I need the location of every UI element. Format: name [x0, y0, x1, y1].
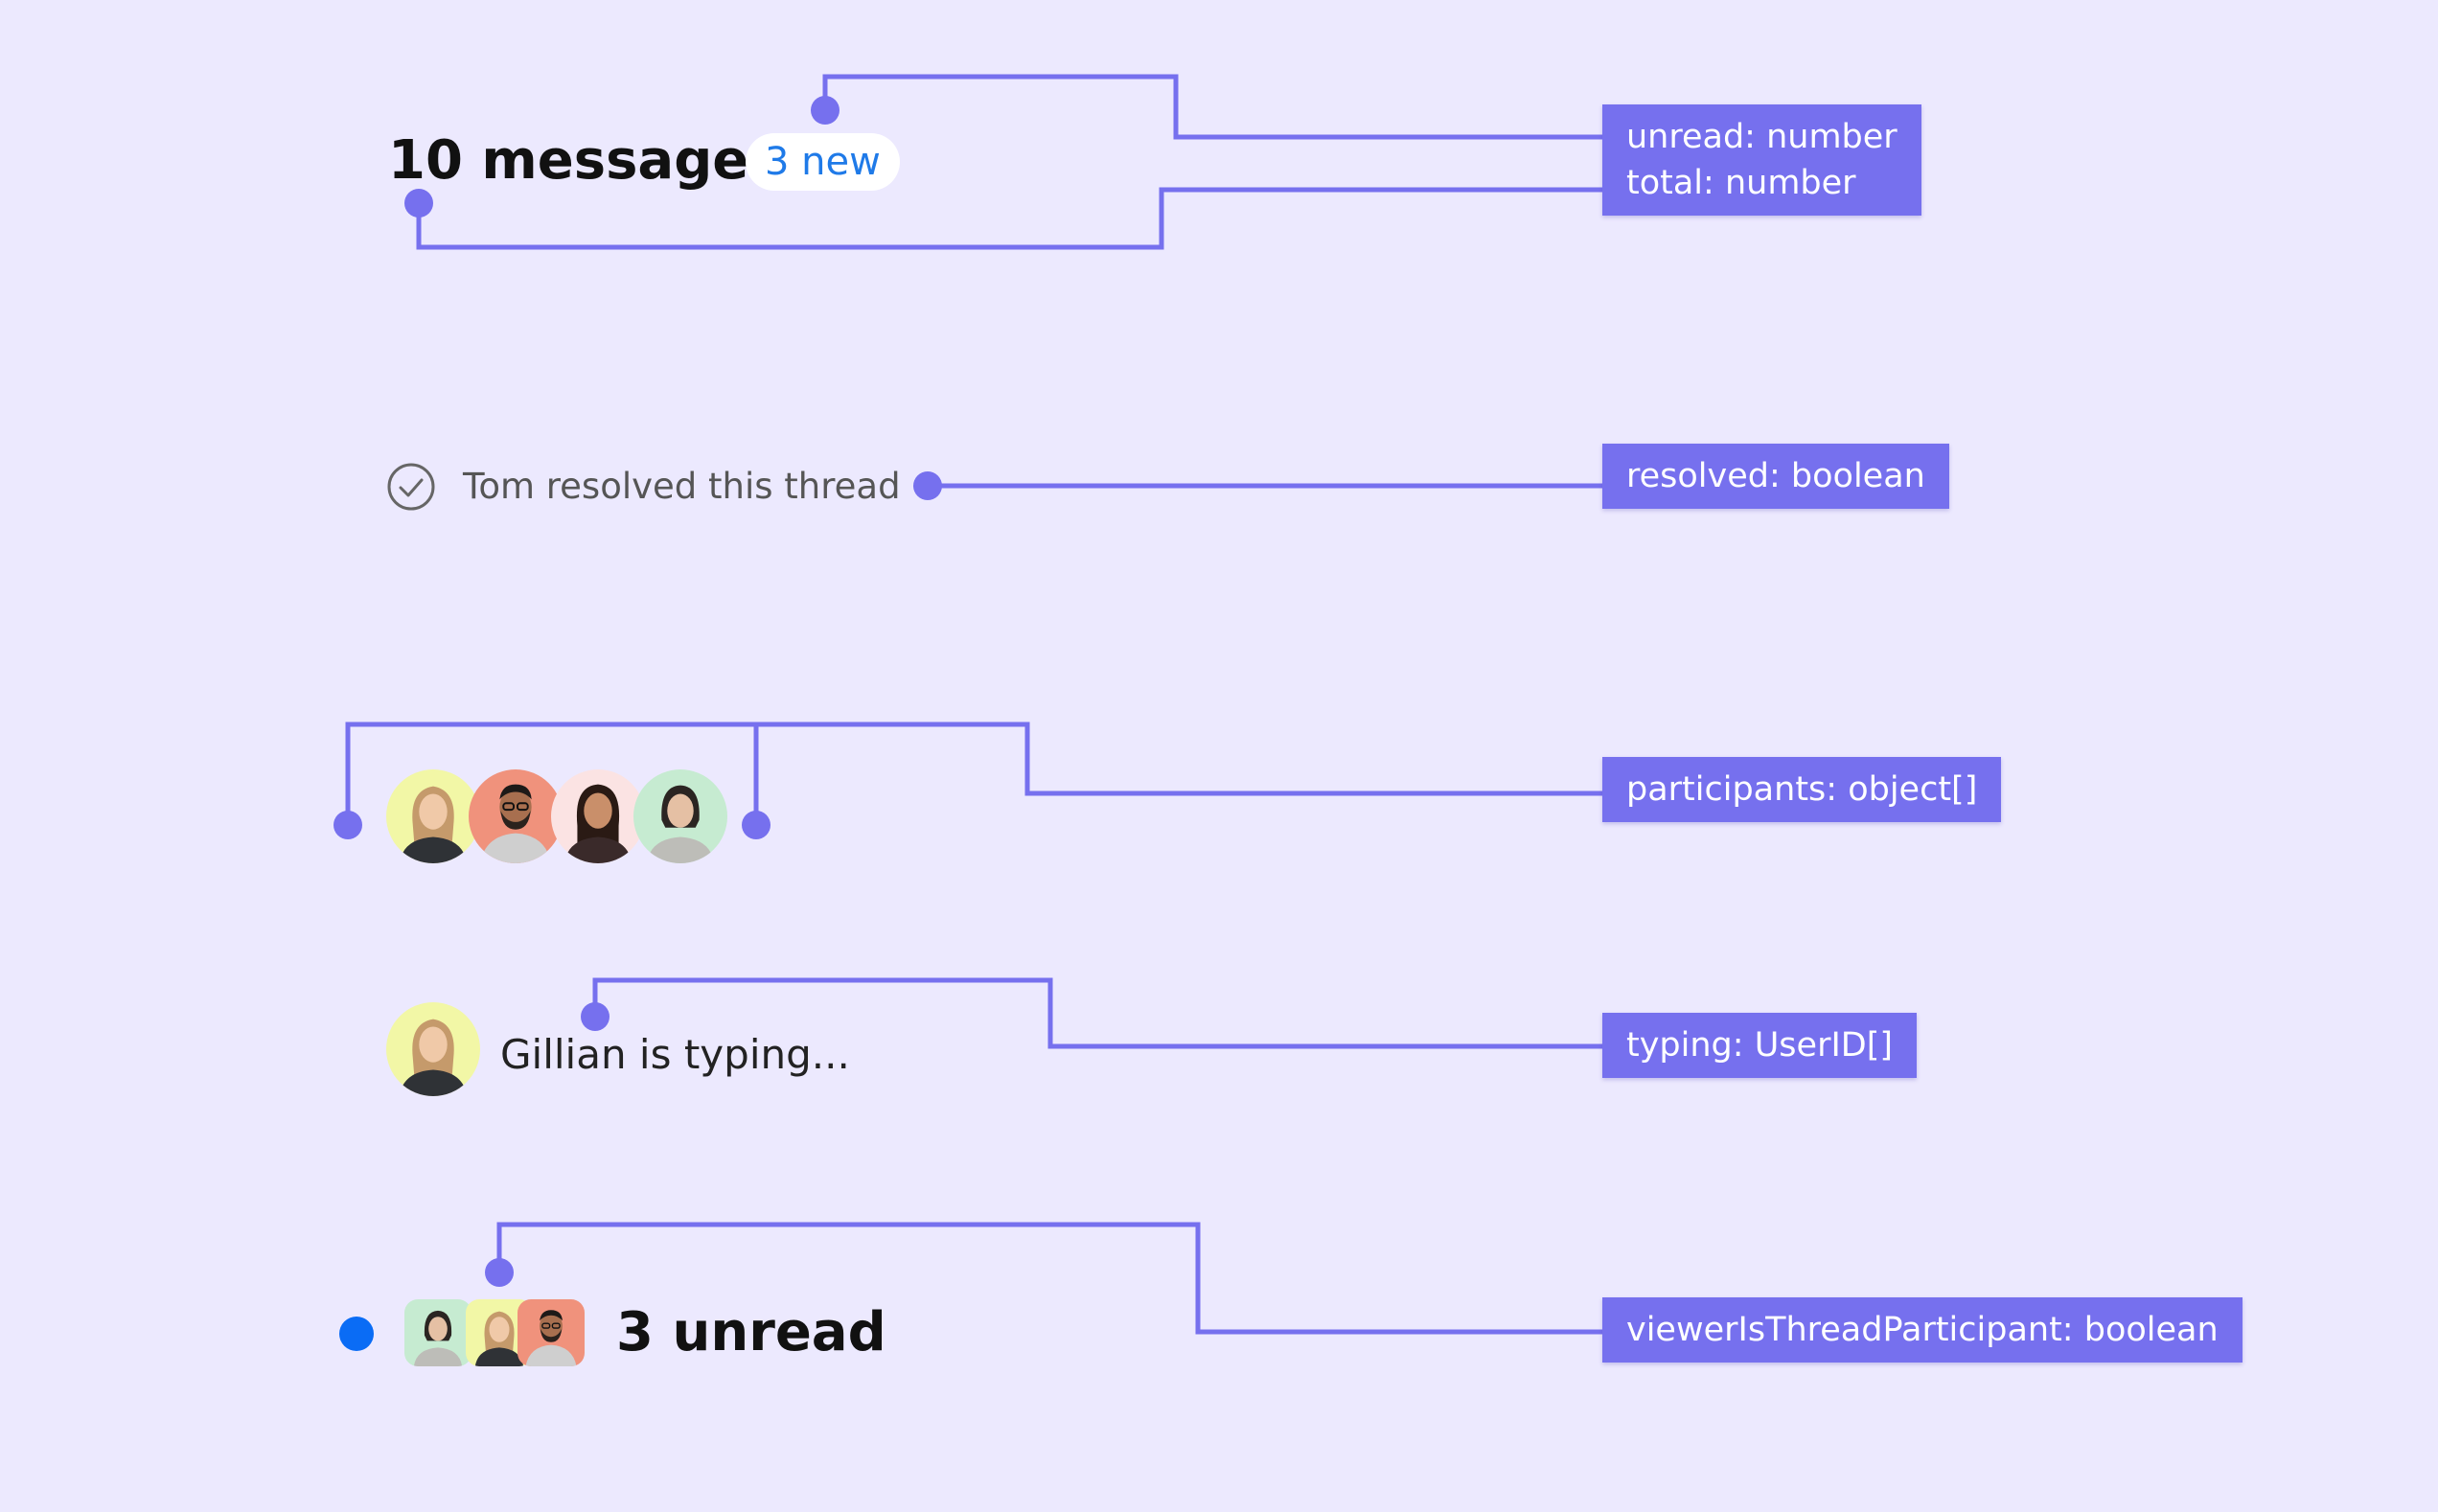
connector-dot-unread: [811, 96, 840, 125]
connector-dot-total: [404, 189, 433, 218]
resolved-status-text: Tom resolved this thread: [463, 466, 901, 507]
unread-count-text: 3 unread: [616, 1301, 886, 1363]
connector-dot-participants-left: [334, 811, 362, 839]
connector-total: [416, 187, 1602, 250]
label-viewer-is-participant: viewerIsThreadParticipant: boolean: [1602, 1297, 2242, 1363]
label-participants: participants: object[]: [1602, 757, 2002, 822]
avatar-unread-woman-short-hair: [404, 1299, 472, 1366]
avatar-typing-gillian: [386, 1002, 480, 1096]
label-typing: typing: UserID[]: [1602, 1013, 1918, 1078]
typing-indicator-text: Gillian is typing...: [500, 1031, 850, 1078]
label-total: total: number: [1626, 164, 1856, 202]
label-unread-total: unread: number total: number: [1602, 104, 1921, 216]
label-unread: unread: number: [1626, 118, 1898, 156]
avatar-gillian: [386, 769, 480, 863]
connector-dot-typing: [581, 1002, 610, 1031]
new-messages-badge[interactable]: 3 new: [746, 133, 900, 191]
avatar-bearded-man: [469, 769, 563, 863]
label-resolved: resolved: boolean: [1602, 444, 1949, 509]
unread-dot-icon: [339, 1317, 374, 1351]
avatar-unread-bearded-man: [518, 1299, 585, 1366]
message-count: 10 messages: [388, 129, 781, 192]
connector-dot-participants-right: [742, 811, 770, 839]
avatar-woman-short-hair: [633, 769, 727, 863]
connector-unread: [822, 74, 1602, 140]
connector-dot-resolved: [913, 471, 942, 500]
avatar-woman-dark-hair: [551, 769, 645, 863]
check-circle-icon: [387, 463, 435, 511]
connector-typing: [592, 977, 1602, 1049]
connector-viewer: [496, 1222, 1602, 1335]
connector-participants: [345, 722, 1602, 825]
connector-dot-viewer: [485, 1258, 514, 1287]
